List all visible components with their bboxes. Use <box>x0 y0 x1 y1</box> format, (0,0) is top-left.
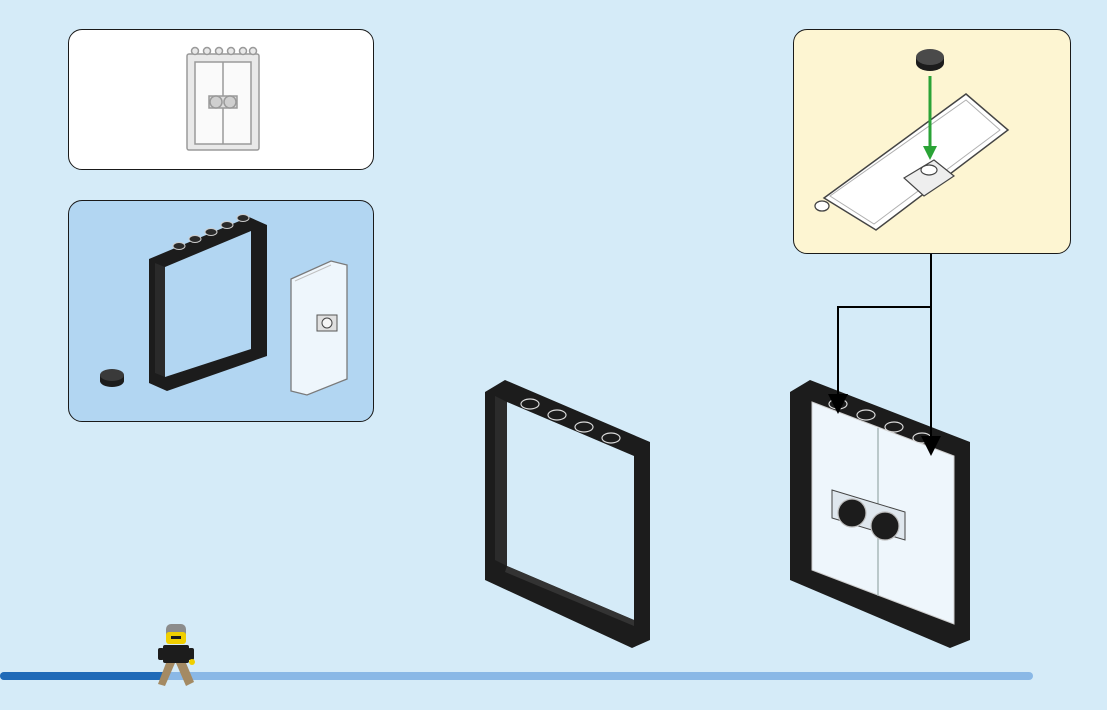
finished-window-preview-icon <box>69 30 375 171</box>
tile-callout-icon <box>815 49 1008 230</box>
placement-arrow-right-icon <box>921 436 941 456</box>
parts-panel <box>68 200 374 422</box>
round-tile-icon <box>100 369 124 387</box>
window-frame-empty-icon <box>485 380 650 648</box>
callout-connector-lines <box>838 254 931 438</box>
progress-bar-fill <box>0 672 165 680</box>
placement-arrow-left-icon <box>828 394 848 414</box>
window-frame-with-doors-icon <box>790 380 970 648</box>
callout-panel <box>793 29 1071 254</box>
preview-panel <box>68 29 374 170</box>
glass-door-pane-icon <box>291 261 347 395</box>
window-frame-icon <box>149 215 267 392</box>
minifigure-walker-icon <box>150 620 200 692</box>
